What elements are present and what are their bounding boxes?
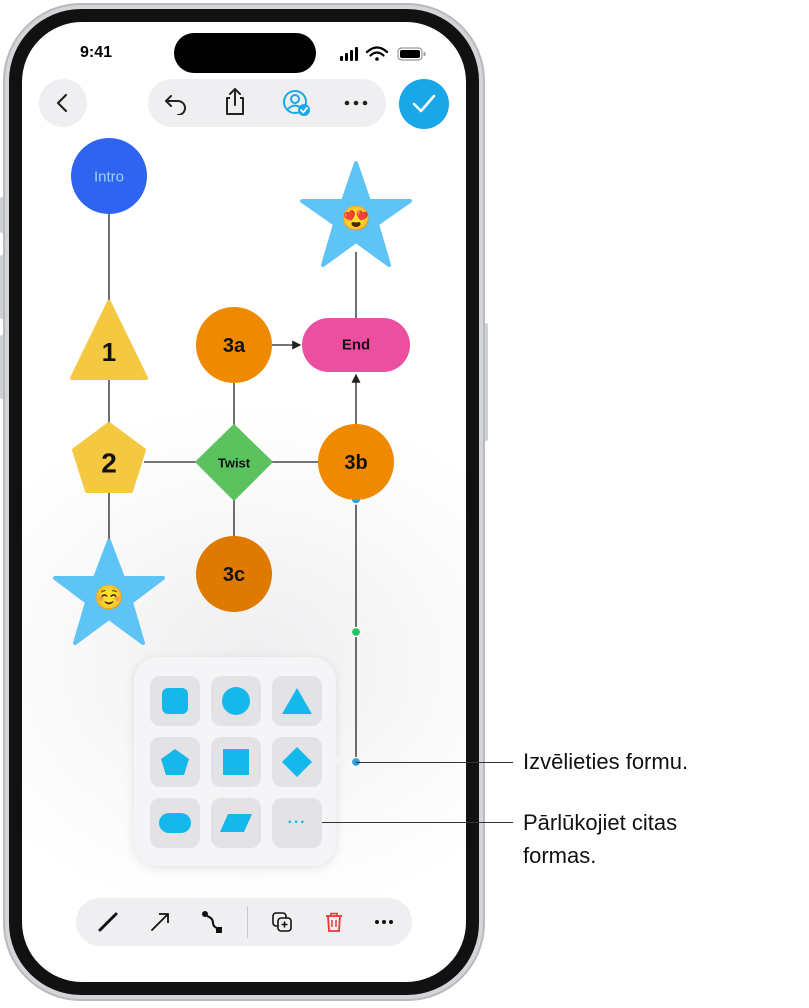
volume-down-button bbox=[0, 335, 4, 399]
more-shapes-label: ··· bbox=[287, 814, 307, 831]
node-twist-label: Twist bbox=[218, 456, 251, 471]
panel-pointer bbox=[329, 749, 341, 773]
pentagon-shape-icon bbox=[161, 749, 189, 775]
node-1-label: 1 bbox=[102, 337, 116, 367]
top-toolbar bbox=[148, 79, 386, 127]
callout-choose-shape: Izvēlieties formu. bbox=[523, 749, 689, 774]
star-bottom-emoji: ☺️ bbox=[94, 585, 124, 612]
power-button bbox=[484, 323, 488, 441]
duplicate-icon bbox=[272, 912, 292, 932]
node-end-label: End bbox=[342, 337, 370, 354]
shape-picker-panel: ··· bbox=[134, 657, 336, 866]
node-intro[interactable]: Intro bbox=[71, 138, 147, 214]
star-top-emoji: 😍 bbox=[341, 206, 371, 233]
callout-line-choose-shape bbox=[356, 762, 513, 763]
shape-circle[interactable] bbox=[211, 676, 261, 726]
duplicate-button[interactable] bbox=[264, 904, 300, 940]
back-button[interactable] bbox=[39, 79, 87, 127]
more-shapes-button[interactable]: ··· bbox=[272, 798, 322, 848]
connection-icon bbox=[202, 911, 222, 933]
shape-diamond[interactable] bbox=[272, 737, 322, 787]
line-style-button[interactable] bbox=[90, 904, 126, 940]
connection-style-button[interactable] bbox=[194, 904, 230, 940]
triangle-shape-icon bbox=[282, 688, 312, 714]
node-intro-label: Intro bbox=[94, 169, 124, 186]
undo-icon bbox=[165, 95, 186, 115]
node-twist[interactable]: Twist bbox=[195, 424, 273, 501]
status-time: 9:41 bbox=[80, 44, 113, 61]
shape-pentagon[interactable] bbox=[150, 737, 200, 787]
node-3b-label: 3b bbox=[344, 452, 367, 474]
dynamic-island bbox=[174, 33, 316, 73]
trash-icon bbox=[326, 912, 342, 932]
node-end[interactable]: End bbox=[302, 318, 410, 372]
share-icon bbox=[226, 88, 244, 115]
callout-browse-shapes-line2: formas. bbox=[523, 843, 597, 868]
status-icons bbox=[340, 46, 426, 61]
parallelogram-shape-icon bbox=[220, 814, 252, 832]
callout-browse-shapes-line1: Pārlūkojiet citas bbox=[523, 810, 678, 835]
ellipsis-icon bbox=[375, 920, 393, 924]
shape-triangle[interactable] bbox=[272, 676, 322, 726]
node-star-bottom[interactable]: ☺️ bbox=[53, 539, 165, 645]
callout-line-browse-shapes bbox=[322, 822, 513, 823]
more-button[interactable] bbox=[336, 83, 376, 123]
node-2-label: 2 bbox=[101, 448, 117, 479]
node-1[interactable]: 1 bbox=[70, 300, 148, 380]
node-3c[interactable]: 3c bbox=[196, 536, 272, 612]
rounded-rectangle-shape-icon bbox=[159, 813, 191, 833]
checkmark-icon bbox=[412, 94, 436, 113]
node-3b[interactable]: 3b bbox=[318, 424, 394, 500]
share-button[interactable] bbox=[215, 81, 255, 123]
rounded-square-shape-icon bbox=[162, 688, 188, 714]
done-button[interactable] bbox=[399, 79, 449, 129]
node-star-top[interactable]: 😍 bbox=[300, 161, 412, 267]
line-icon bbox=[98, 912, 118, 932]
phone-screen: 9:41 bbox=[22, 22, 466, 982]
ellipsis-icon bbox=[344, 100, 368, 106]
cellular-signal-icon bbox=[340, 47, 358, 61]
wifi-icon bbox=[365, 46, 389, 61]
collaborate-button[interactable] bbox=[276, 83, 318, 123]
node-2[interactable]: 2 bbox=[72, 422, 146, 493]
circle-shape-icon bbox=[222, 687, 250, 715]
shape-rounded-square[interactable] bbox=[150, 676, 200, 726]
action-button bbox=[0, 197, 4, 233]
diagram-canvas: Intro 1 2 Twist 3a 3b 3c bbox=[53, 138, 412, 768]
node-3c-label: 3c bbox=[223, 564, 245, 586]
volume-up-button bbox=[0, 255, 4, 319]
arrow-icon bbox=[151, 913, 169, 931]
bottom-toolbar bbox=[76, 898, 412, 946]
chevron-left-icon bbox=[56, 93, 68, 113]
delete-button[interactable] bbox=[316, 904, 352, 940]
undo-button[interactable] bbox=[156, 83, 196, 123]
toolbar-divider bbox=[247, 906, 248, 938]
connector-midpoint-handle[interactable] bbox=[350, 626, 362, 638]
shape-square[interactable] bbox=[211, 737, 261, 787]
node-3a[interactable]: 3a bbox=[196, 307, 272, 383]
node-3a-label: 3a bbox=[223, 335, 246, 357]
shape-parallelogram[interactable] bbox=[211, 798, 261, 848]
diamond-shape-icon bbox=[282, 747, 312, 777]
bottom-more-button[interactable] bbox=[366, 904, 402, 940]
battery-icon bbox=[397, 47, 426, 61]
square-shape-icon bbox=[223, 749, 249, 775]
collaborate-icon bbox=[283, 90, 310, 116]
arrow-style-button[interactable] bbox=[142, 904, 178, 940]
shape-rounded-rectangle[interactable] bbox=[150, 798, 200, 848]
